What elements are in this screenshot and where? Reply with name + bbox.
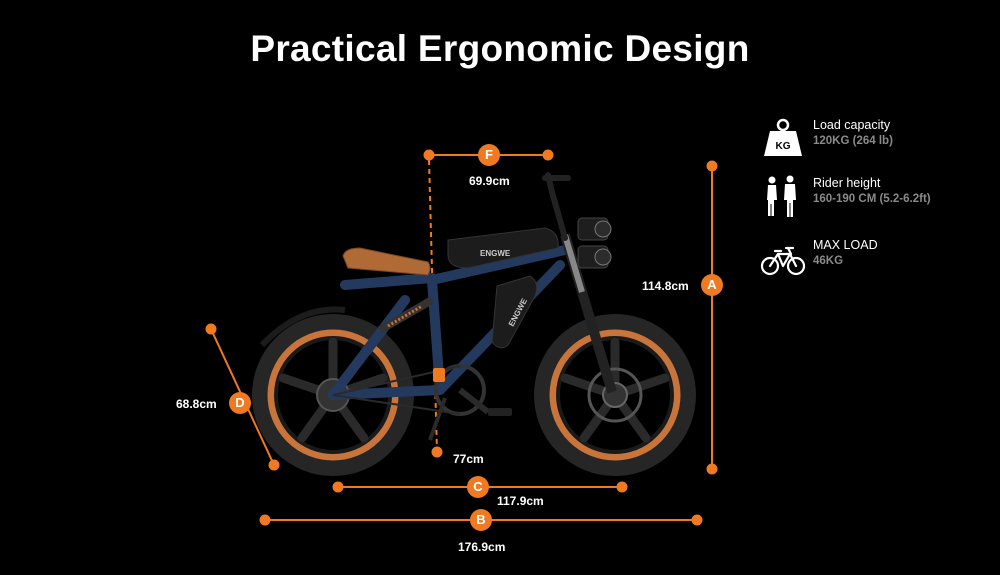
spec-max-load: MAX LOAD 46KG <box>760 236 990 284</box>
seat <box>342 247 431 276</box>
dimension-value-c: 117.9cm <box>497 494 544 508</box>
headlights <box>577 217 612 269</box>
bicycle-icon <box>760 246 806 276</box>
spec-rider-height: Rider height 160-190 CM (5.2-6.2ft) <box>760 174 990 222</box>
dimension-value-d: 68.8cm <box>176 397 217 411</box>
page-title: Practical Ergonomic Design <box>250 28 750 69</box>
drivetrain <box>332 364 512 416</box>
dimension-value-e: 77cm <box>453 452 484 466</box>
spec-label: Rider height <box>813 176 881 190</box>
dimension-badge-c: C <box>467 476 489 498</box>
downtube-battery: ENGWE <box>491 275 538 349</box>
spec-label: MAX LOAD <box>813 238 878 252</box>
dimension-badge-a: A <box>701 274 723 296</box>
handlebar <box>542 172 571 241</box>
spec-load-capacity: KG Load capacity 120KG (264 lb) <box>760 116 990 164</box>
rear-fender <box>259 306 346 348</box>
dimension-badge-b: B <box>470 509 492 531</box>
dimension-badge-d: D <box>229 392 251 414</box>
riders-icon <box>767 175 796 217</box>
rear-shock <box>378 296 434 334</box>
svg-text:ENGWE: ENGWE <box>480 249 511 258</box>
kickstand <box>428 397 447 441</box>
dimension-value-b: 176.9cm <box>458 540 506 554</box>
spec-label: Load capacity <box>813 118 891 132</box>
spec-value: 160-190 CM (5.2-6.2ft) <box>813 193 931 205</box>
weight-kg-icon: KG <box>764 118 802 156</box>
spec-value: 120KG (264 lb) <box>813 135 893 147</box>
weight-icon-text: KG <box>776 141 791 152</box>
spec-value: 46KG <box>813 255 844 267</box>
dimension-badge-f: F <box>478 144 500 166</box>
front-wheel <box>534 314 696 476</box>
front-fork <box>560 233 617 394</box>
dimension-value-f: 69.9cm <box>469 174 510 188</box>
rear-wheel <box>252 314 414 476</box>
top-battery: ENGWE <box>447 227 559 269</box>
dimension-value-a: 114.8cm <box>642 279 689 293</box>
